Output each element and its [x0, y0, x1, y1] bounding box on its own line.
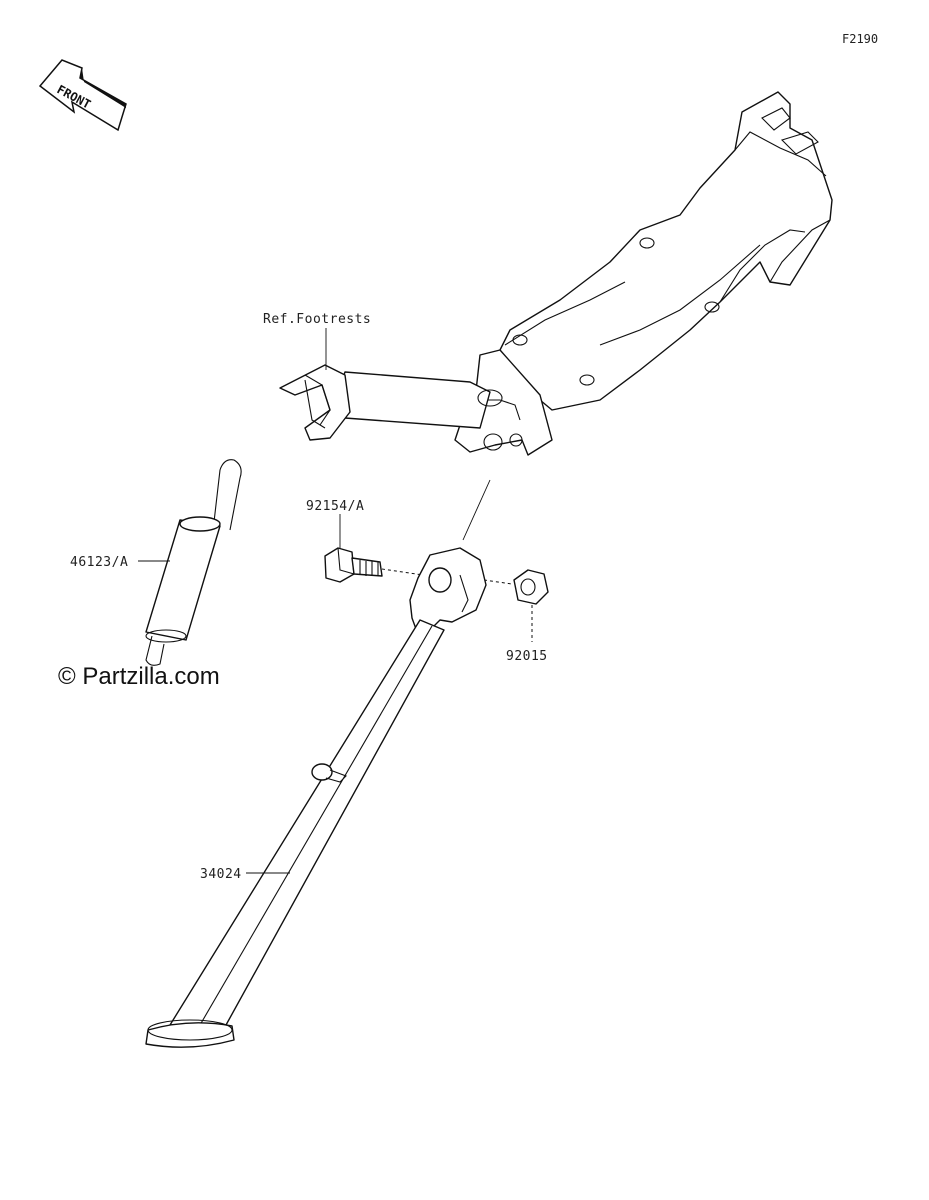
callout-nut: 92015 [506, 649, 548, 664]
callout-ref-footrests: Ref.Footrests [263, 312, 371, 327]
diagram-code: F2190 [842, 32, 878, 46]
bolt-92154 [324, 547, 383, 583]
footrest-bracket [279, 91, 833, 456]
callout-bolt: 92154/A [306, 499, 364, 514]
spring-46123 [145, 459, 242, 666]
side-stand-34024 [145, 547, 487, 1048]
callout-spring: 46123/A [70, 555, 128, 570]
front-arrow-icon: FRONT [38, 59, 127, 132]
watermark: © Partzilla.com [58, 663, 220, 690]
callout-side-stand: 34024 [200, 867, 242, 882]
nut-92015 [513, 569, 549, 605]
